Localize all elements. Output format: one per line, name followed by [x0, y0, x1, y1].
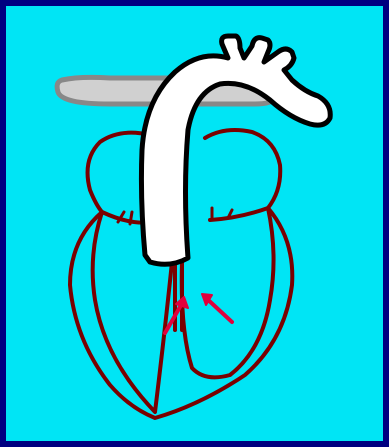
atrial-divider-right	[210, 208, 268, 220]
septum	[175, 262, 182, 330]
aorta	[141, 36, 330, 264]
arrow-right	[202, 294, 232, 322]
right-ventricle-outline	[182, 208, 274, 377]
